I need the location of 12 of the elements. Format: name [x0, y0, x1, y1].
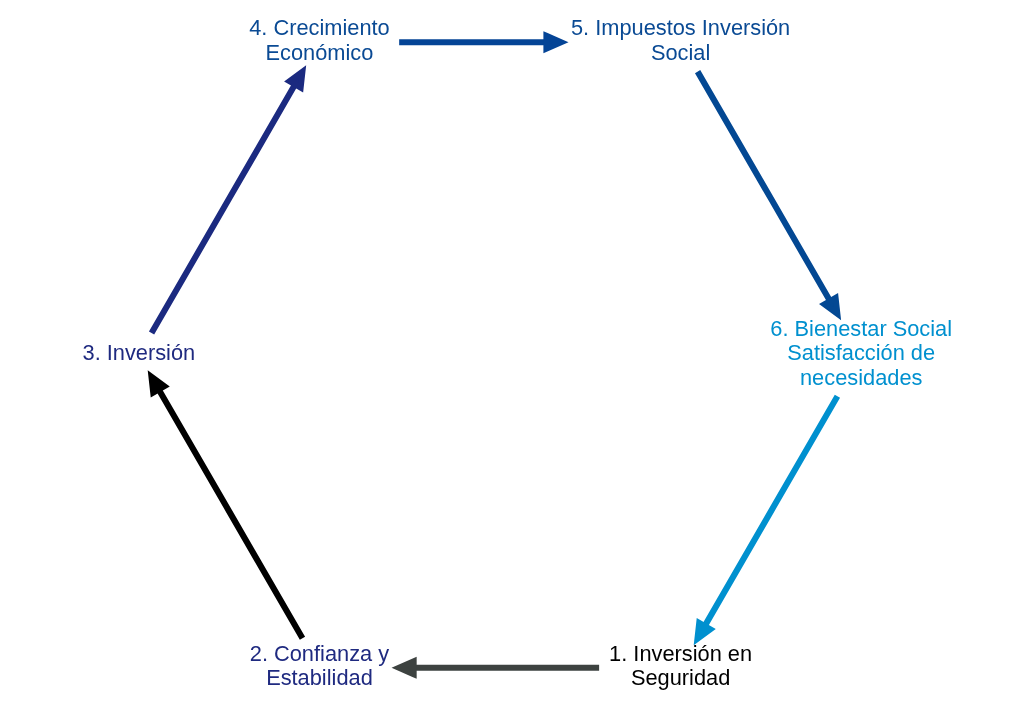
arrow	[399, 31, 569, 54]
node-text: 5. Impuestos Inversión Social	[570, 15, 791, 65]
arrow	[391, 656, 600, 679]
node-text: 1. Inversión en Seguridad	[609, 640, 753, 691]
node-text: 2. Confianza y Estabilidad	[249, 640, 390, 691]
arrow	[147, 370, 306, 640]
arrow	[695, 70, 842, 321]
node-text: 3. Inversión	[82, 340, 196, 366]
arrow	[693, 394, 841, 646]
node-text: 4. Crecimiento Económico	[249, 15, 390, 65]
node-text: 6. Bienestar Social Satisfacción de necesidades	[770, 316, 953, 390]
arrow	[148, 65, 307, 335]
